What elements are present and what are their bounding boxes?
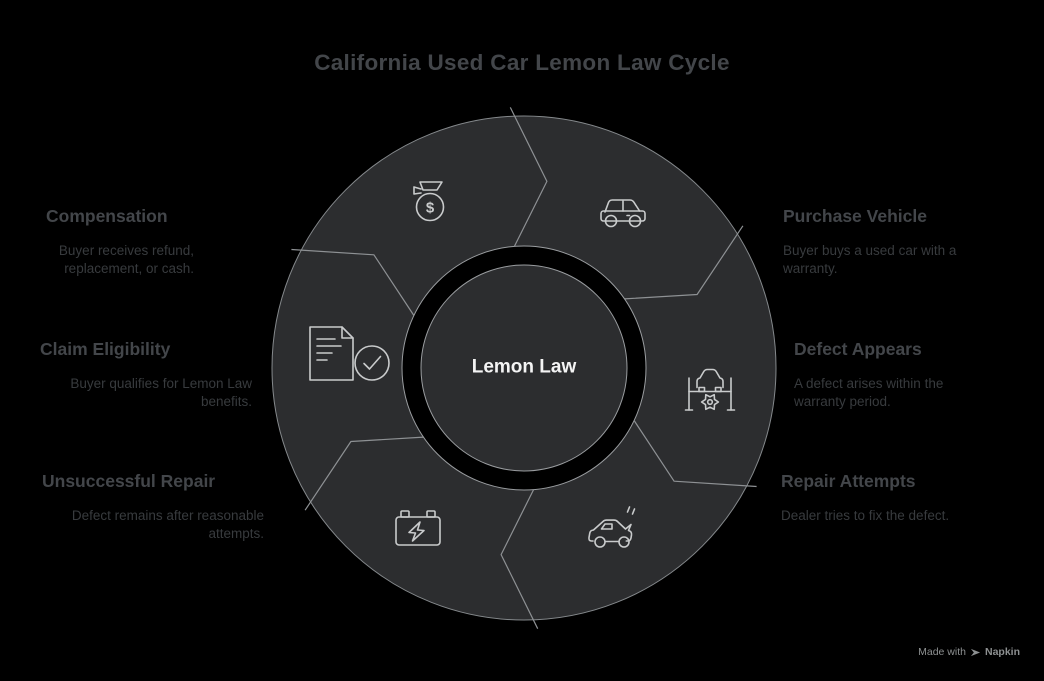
step-heading: Compensation	[46, 206, 168, 226]
step-claim-eligibility: Claim Eligibility Buyer qualifies for Le…	[40, 339, 252, 411]
hub-center-circle	[420, 264, 628, 472]
car-icon	[600, 199, 646, 228]
watermark-brand: Napkin	[984, 646, 1020, 658]
step-heading: Purchase Vehicle	[783, 206, 927, 226]
page-title: California Used Car Lemon Law Cycle	[314, 50, 730, 75]
napkin-arrow-icon	[970, 648, 981, 656]
step-unsuccessful-repair: Unsuccessful Repair Defect remains after…	[42, 471, 264, 543]
watermark: Made with Napkin	[918, 646, 1020, 658]
step-description: Buyer buys a used car with a warranty.	[783, 243, 957, 276]
step-compensation: Compensation Buyer receives refund, repl…	[46, 206, 194, 278]
money-bag-icon: $	[413, 181, 445, 222]
segment-divider-lower-left	[304, 436, 424, 511]
step-heading: Unsuccessful Repair	[42, 471, 216, 491]
step-description: A defect arises within the warranty peri…	[794, 376, 944, 409]
step-repair-attempts: Repair Attempts Dealer tries to fix the …	[781, 471, 991, 525]
car-breakdown-icon	[588, 506, 636, 548]
segment-divider-top	[509, 107, 548, 247]
document-check-icon	[309, 326, 390, 381]
step-description: Dealer tries to fix the defect.	[781, 508, 950, 523]
step-purchase-vehicle: Purchase Vehicle Buyer buys a used car w…	[783, 206, 983, 278]
watermark-prefix: Made with	[918, 646, 966, 658]
car-lift-gear-icon	[684, 368, 736, 411]
step-heading: Repair Attempts	[781, 471, 916, 491]
segment-divider-upper-right	[624, 225, 744, 300]
step-defect-appears: Defect Appears A defect arises within th…	[794, 339, 976, 411]
segment-divider-lower-right	[633, 420, 757, 488]
step-heading: Defect Appears	[794, 339, 922, 359]
step-heading: Claim Eligibility	[40, 339, 171, 359]
segment-divider-upper-left	[291, 248, 415, 316]
svg-text:$: $	[426, 200, 435, 217]
segment-divider-bottom	[500, 489, 539, 629]
step-description: Buyer receives refund, replacement, or c…	[58, 243, 194, 276]
step-description: Buyer qualifies for Lemon Law benefits.	[70, 376, 252, 409]
step-description: Defect remains after reasonable attempts…	[71, 508, 264, 541]
battery-icon	[395, 510, 441, 546]
hub-label: Lemon Law	[471, 356, 577, 378]
